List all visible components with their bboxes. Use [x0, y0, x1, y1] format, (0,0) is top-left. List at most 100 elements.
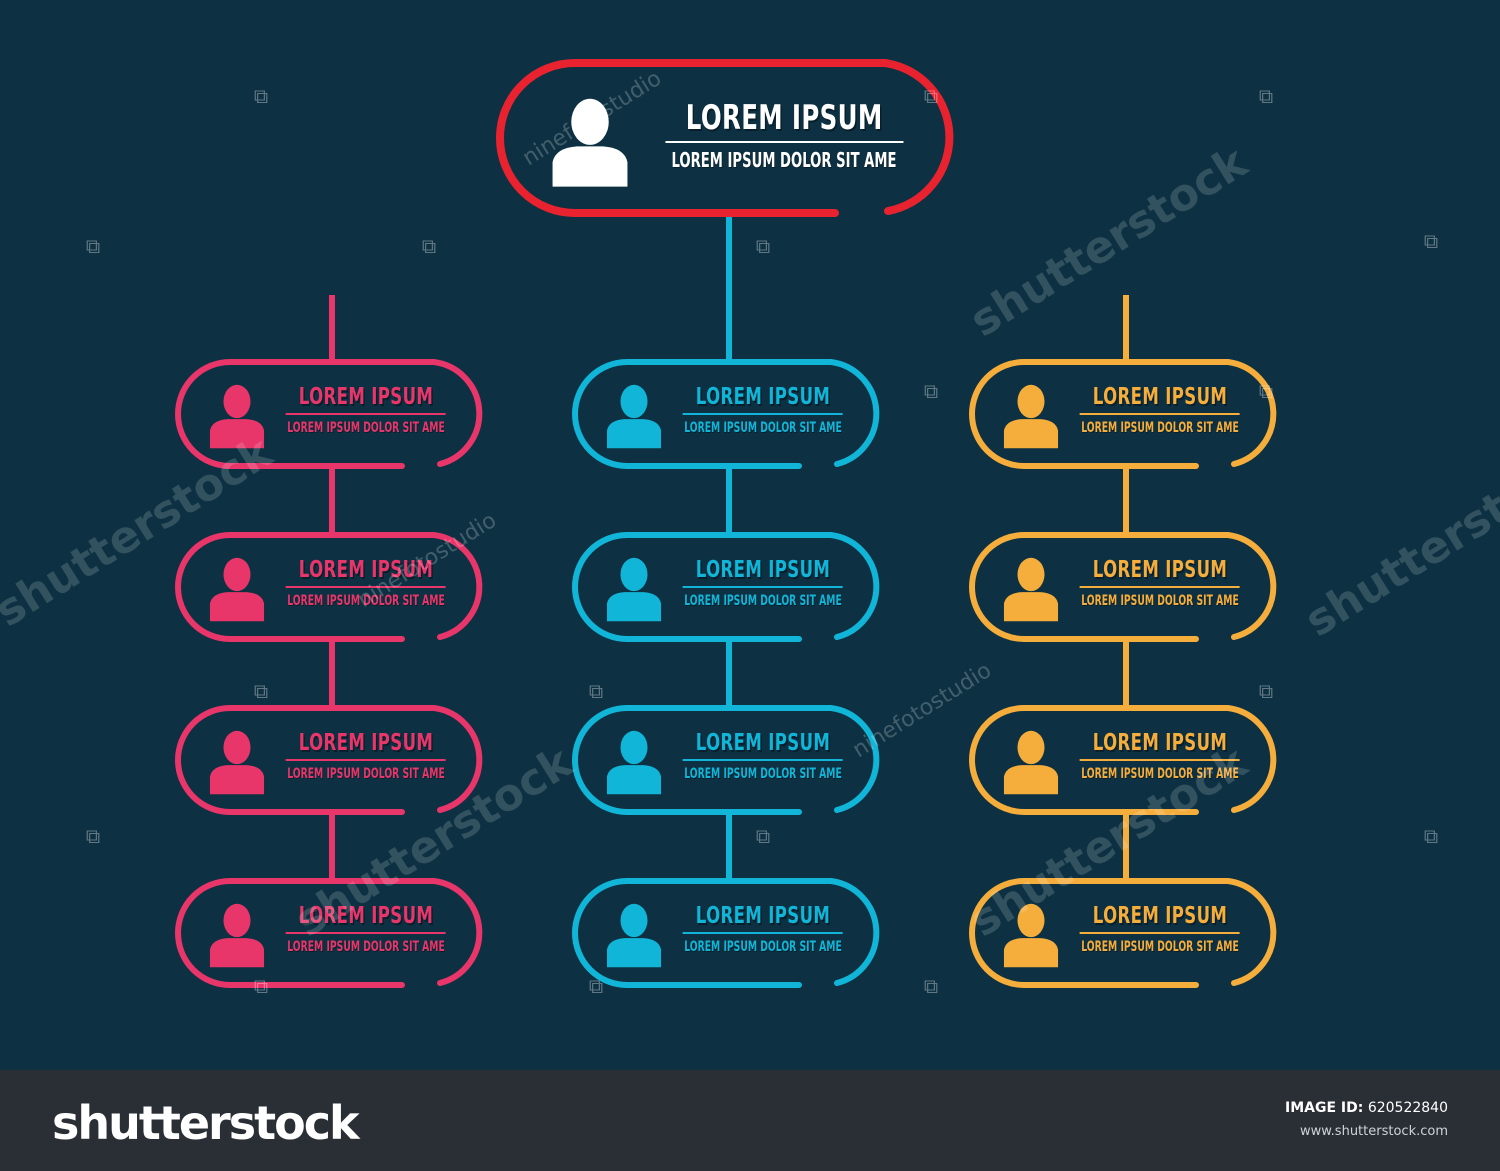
node-card-title: LOREM IPSUM — [1092, 730, 1228, 756]
node-card-divider — [1080, 759, 1240, 761]
watermark-logo-icon: ⧉ — [923, 379, 939, 403]
node-card-divider — [286, 932, 446, 934]
watermark-logo-icon: ⧉ — [923, 84, 939, 108]
person-icon — [209, 557, 265, 622]
watermark-logo-icon: ⧉ — [1423, 229, 1439, 253]
node-card-outline — [572, 705, 880, 815]
person-icon — [209, 384, 265, 449]
person-icon — [606, 903, 662, 968]
node-card-subtitle: LOREM IPSUM DOLOR SIT AME — [1081, 420, 1239, 436]
node-card-divider — [286, 759, 446, 761]
person-icon — [552, 98, 628, 187]
node-card-outline — [175, 878, 483, 988]
watermark-logo-icon: ⧉ — [588, 974, 604, 998]
node-card-title: LOREM IPSUM — [695, 384, 831, 410]
node-card-outline — [969, 878, 1277, 988]
root-card-text: LOREM IPSUM LOREM IPSUM DOLOR SIT AME — [613, 98, 954, 172]
node-card-title: LOREM IPSUM — [298, 730, 434, 756]
node-card-subtitle: LOREM IPSUM DOLOR SIT AME — [684, 420, 842, 436]
root-card-subtitle: LOREM IPSUM DOLOR SIT AME — [671, 148, 897, 172]
image-id-label: IMAGE ID: — [1285, 1100, 1364, 1116]
watermark-logo-icon: ⧉ — [755, 234, 771, 258]
node-card-subtitle: LOREM IPSUM DOLOR SIT AME — [287, 593, 445, 609]
person-icon — [606, 557, 662, 622]
image-id-value: 620522840 — [1367, 1100, 1448, 1116]
node-card-title: LOREM IPSUM — [1092, 384, 1228, 410]
node-card-outline — [572, 359, 880, 469]
node-card-divider — [683, 759, 843, 761]
node-card-subtitle: LOREM IPSUM DOLOR SIT AME — [684, 766, 842, 782]
footer-bar: shutterstock IMAGE ID: 620522840 www.shu… — [0, 1070, 1500, 1171]
node-card-outline — [969, 359, 1277, 469]
node-card-outline — [175, 705, 483, 815]
footer-logo[interactable]: shutterstock — [52, 1096, 360, 1150]
person-icon — [209, 730, 265, 795]
watermark-logo-icon: ⧉ — [923, 974, 939, 998]
node-card-outline — [175, 359, 483, 469]
org-chart-canvas — [175, 59, 1277, 988]
node-card-subtitle: LOREM IPSUM DOLOR SIT AME — [1081, 593, 1239, 609]
node-card-text: LOREM IPSUM LOREM IPSUM DOLOR SIT AME — [1041, 557, 1280, 609]
person-icon — [209, 903, 265, 968]
node-card-title: LOREM IPSUM — [1092, 903, 1228, 929]
watermark-logo-icon: ⧉ — [85, 824, 101, 848]
node-card-text: LOREM IPSUM LOREM IPSUM DOLOR SIT AME — [247, 557, 486, 609]
node-card-text: LOREM IPSUM LOREM IPSUM DOLOR SIT AME — [644, 384, 883, 436]
footer-url[interactable]: www.shutterstock.com — [1299, 1124, 1448, 1139]
node-card-divider — [683, 932, 843, 934]
root-card-title: LOREM IPSUM — [685, 98, 883, 138]
node-card-divider — [683, 413, 843, 415]
root-card-divider — [664, 141, 903, 143]
node-card-text: LOREM IPSUM LOREM IPSUM DOLOR SIT AME — [644, 557, 883, 609]
image-id-block: IMAGE ID: 620522840 www.shutterstock.com — [1285, 1100, 1448, 1139]
node-card-divider — [683, 586, 843, 588]
node-card-subtitle: LOREM IPSUM DOLOR SIT AME — [684, 593, 842, 609]
watermark-logo-icon: ⧉ — [253, 974, 269, 998]
person-icon — [606, 384, 662, 449]
node-card-title: LOREM IPSUM — [298, 557, 434, 583]
node-card-divider — [1080, 586, 1240, 588]
node-card-divider — [1080, 932, 1240, 934]
root-card-outline — [496, 59, 954, 217]
node-card-title: LOREM IPSUM — [1092, 557, 1228, 583]
person-icon — [1003, 730, 1059, 795]
node-card-title: LOREM IPSUM — [695, 730, 831, 756]
node-card-subtitle: LOREM IPSUM DOLOR SIT AME — [1081, 766, 1239, 782]
node-card-text: LOREM IPSUM LOREM IPSUM DOLOR SIT AME — [247, 730, 486, 782]
person-icon — [1003, 903, 1059, 968]
watermark-logo-icon: ⧉ — [1258, 84, 1274, 108]
node-card-outline — [572, 878, 880, 988]
node-card-subtitle: LOREM IPSUM DOLOR SIT AME — [287, 766, 445, 782]
watermark-logo-icon: ⧉ — [253, 679, 269, 703]
node-card-divider — [1080, 413, 1240, 415]
watermark-logo-icon: ⧉ — [755, 824, 771, 848]
node-card-subtitle: LOREM IPSUM DOLOR SIT AME — [1081, 939, 1239, 955]
node-card-divider — [286, 586, 446, 588]
node-card-outline — [572, 532, 880, 642]
node-card-outline — [969, 532, 1277, 642]
watermark-logo-icon: ⧉ — [421, 234, 437, 258]
watermark-logo-icon: ⧉ — [85, 234, 101, 258]
node-card-text: LOREM IPSUM LOREM IPSUM DOLOR SIT AME — [1041, 730, 1280, 782]
watermark-logo-icon: ⧉ — [1258, 679, 1274, 703]
node-card-text: LOREM IPSUM LOREM IPSUM DOLOR SIT AME — [1041, 903, 1280, 955]
node-card-title: LOREM IPSUM — [695, 557, 831, 583]
person-icon — [606, 730, 662, 795]
org-chart: LOREM IPSUM LOREM IPSUM DOLOR SIT AME LORE… — [0, 59, 1500, 998]
node-card-text: LOREM IPSUM LOREM IPSUM DOLOR SIT AME — [644, 730, 883, 782]
node-card-subtitle: LOREM IPSUM DOLOR SIT AME — [287, 939, 445, 955]
node-card-title: LOREM IPSUM — [298, 903, 434, 929]
node-card-title: LOREM IPSUM — [695, 903, 831, 929]
person-icon — [1003, 557, 1059, 622]
node-card-text: LOREM IPSUM LOREM IPSUM DOLOR SIT AME — [247, 903, 486, 955]
node-card-outline — [969, 705, 1277, 815]
watermark-logo-icon: ⧉ — [1258, 379, 1274, 403]
node-card-outline — [175, 532, 483, 642]
node-card-subtitle: LOREM IPSUM DOLOR SIT AME — [287, 420, 445, 436]
person-icon — [1003, 384, 1059, 449]
node-card-text: LOREM IPSUM LOREM IPSUM DOLOR SIT AME — [1041, 384, 1280, 436]
node-card-divider — [286, 413, 446, 415]
watermark-logo-icon: ⧉ — [588, 679, 604, 703]
watermark-logo-icon: ⧉ — [253, 84, 269, 108]
